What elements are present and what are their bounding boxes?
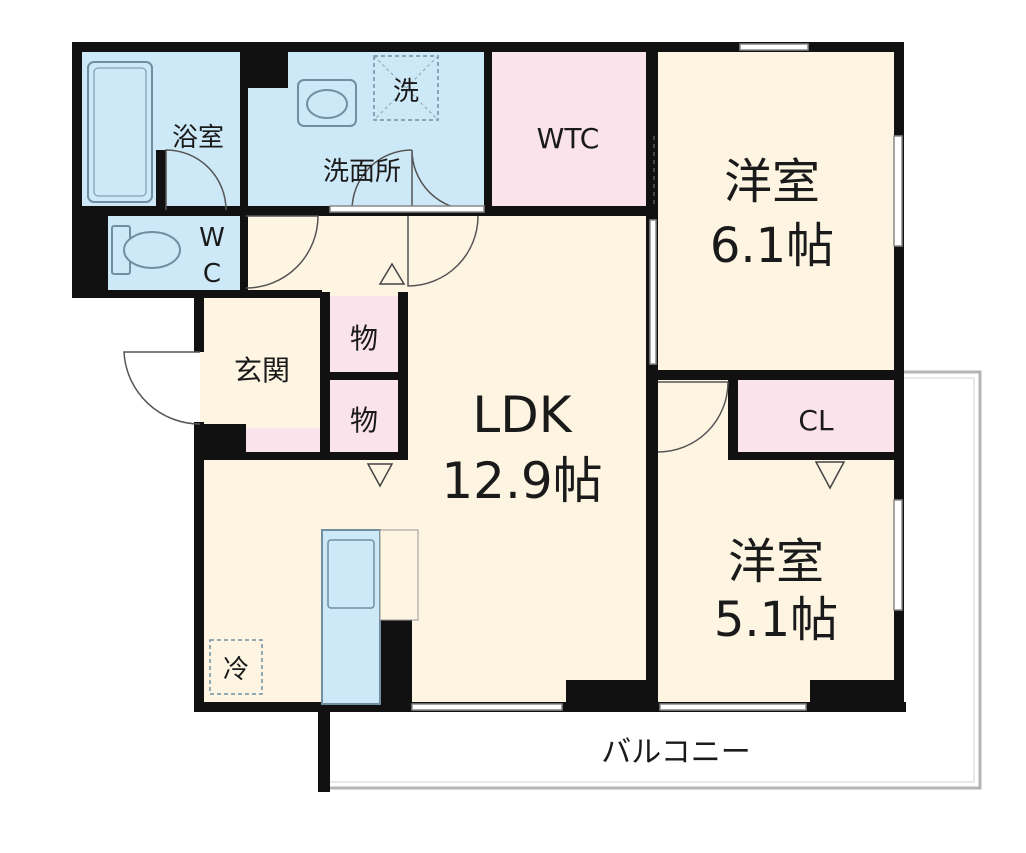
doors bbox=[123, 136, 729, 453]
western-south-size: 5.1帖 bbox=[714, 592, 838, 648]
storage-lower-floor bbox=[324, 378, 404, 456]
wtc-floor bbox=[488, 48, 652, 210]
washer-label: 洗 bbox=[393, 77, 419, 107]
closet-label: CL bbox=[798, 404, 834, 437]
ldk-floor-upper bbox=[404, 296, 652, 704]
storage-upper-floor bbox=[324, 296, 404, 374]
wc-label-w: W bbox=[199, 223, 225, 253]
arrows bbox=[366, 262, 846, 490]
western-north-size: 6.1帖 bbox=[710, 218, 834, 274]
hall-floor bbox=[244, 210, 652, 300]
entrance-floor bbox=[200, 296, 324, 428]
wtc-label: WTC bbox=[537, 122, 600, 155]
ldk-name: LDK bbox=[472, 386, 572, 444]
western-north-name: 洋室 bbox=[724, 154, 820, 210]
fridge-spot bbox=[209, 639, 263, 695]
bath-label: 浴室 bbox=[172, 123, 224, 153]
western-north-floor bbox=[652, 48, 900, 374]
wc-label-c: C bbox=[203, 259, 221, 289]
fridge-label: 冷 bbox=[223, 655, 249, 685]
bathtub bbox=[87, 61, 153, 203]
balcony-label: バルコニー bbox=[601, 735, 750, 770]
windows bbox=[329, 43, 903, 711]
western-south-name: 洋室 bbox=[728, 534, 824, 590]
storage-lower-label: 物 bbox=[350, 404, 378, 437]
kitchen-counter bbox=[321, 529, 419, 705]
washer-spot bbox=[373, 55, 439, 121]
entrance-label: 玄関 bbox=[234, 354, 290, 387]
ldk-size: 12.9帖 bbox=[441, 452, 602, 510]
closet-floor bbox=[734, 378, 894, 456]
washroom-label: 洗面所 bbox=[323, 157, 401, 187]
toilet bbox=[111, 225, 181, 275]
fixtures bbox=[87, 55, 439, 705]
entrance-step bbox=[246, 428, 324, 454]
storage-upper-label: 物 bbox=[350, 322, 378, 355]
